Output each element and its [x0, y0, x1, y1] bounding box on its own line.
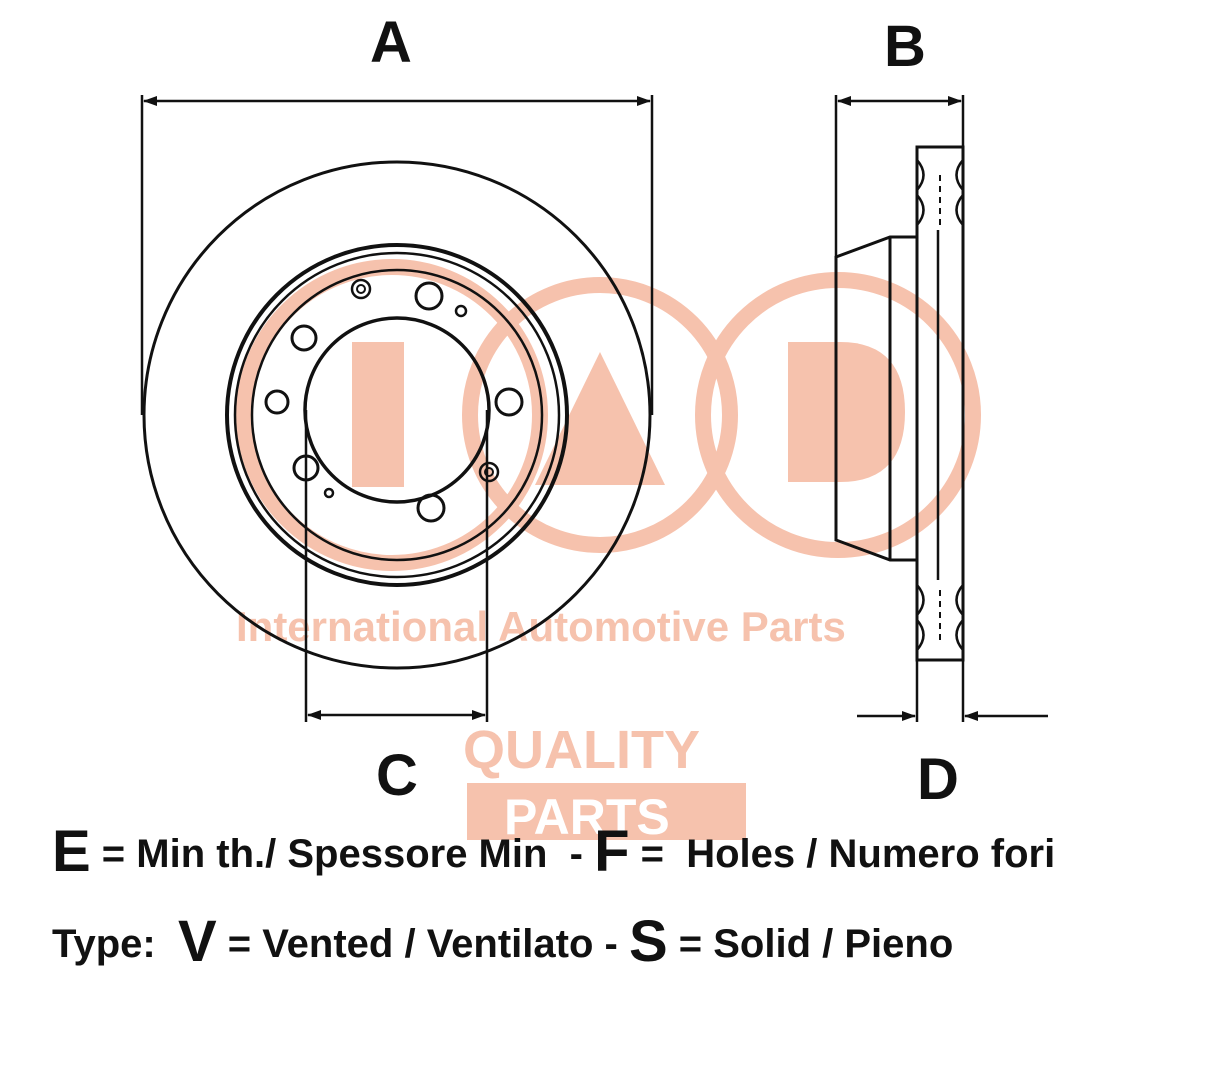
legend-s-symbol: S	[628, 909, 668, 974]
legend-e-symbol: E	[52, 819, 91, 884]
dimension-b	[834, 95, 965, 257]
side-hat-profile	[834, 235, 917, 562]
legend-f-symbol: F	[594, 819, 630, 884]
threaded-hole-inner	[484, 467, 494, 477]
threaded-hole-inner	[356, 284, 366, 294]
dimension-d	[857, 660, 1048, 722]
legend-e-text: = Min th./ Spessore Min -	[90, 832, 595, 876]
threaded-hole	[350, 278, 372, 300]
vent-channel-top	[916, 159, 964, 226]
legend-f-text: = Holes / Numero fori	[629, 832, 1056, 876]
bolt-hole	[416, 493, 446, 523]
registered-mark-watermark: ®	[728, 790, 735, 800]
vent-channel-bottom	[916, 584, 964, 651]
logo-circle-i	[236, 259, 548, 571]
hub-ring-2	[233, 251, 561, 579]
legend-v-symbol: V	[177, 909, 217, 974]
brand-tagline-watermark: International Automotive Parts	[236, 603, 846, 650]
dimension-d-label: D	[917, 747, 959, 812]
dimension-a	[140, 95, 654, 415]
legend-v-text: = Vented / Ventilato -	[216, 922, 629, 966]
logo-letter-a	[535, 352, 665, 485]
logo-letter-i	[352, 342, 404, 487]
quality-watermark: QUALITY	[463, 720, 700, 780]
logo-letter-p	[788, 342, 905, 482]
dimension-c	[304, 410, 489, 722]
threaded-hole	[478, 461, 500, 483]
bolt-hole	[494, 387, 524, 417]
legend-type-label: Type:	[52, 922, 178, 966]
disc-side-view	[834, 145, 965, 662]
bolt-hole	[414, 281, 444, 311]
bolt-hole	[264, 389, 290, 415]
pin-hole	[454, 304, 468, 318]
dimension-c-label: C	[376, 743, 418, 808]
hub-ring-3	[250, 268, 544, 562]
legend-line-2: Type: V = Vented / Ventilato - S = Solid…	[52, 908, 953, 975]
disc-outer-edge	[142, 160, 652, 670]
iap-logo-watermark	[236, 259, 981, 571]
dimension-b-label: B	[884, 14, 926, 79]
disc-front-view	[142, 160, 652, 670]
parts-badge-watermark	[467, 783, 746, 840]
dimension-a-label: A	[370, 10, 412, 75]
legend-s-text: = Solid / Pieno	[667, 922, 954, 966]
logo-circle-p	[695, 272, 981, 558]
side-friction-ring	[915, 145, 965, 662]
bolt-hole	[290, 324, 318, 352]
hub-outer-ring	[225, 243, 569, 587]
legend-line-1: E = Min th./ Spessore Min - F = Holes / …	[52, 818, 1055, 885]
logo-circle-a	[462, 277, 738, 553]
parts-watermark: PARTS	[504, 789, 670, 845]
pin-hole	[323, 487, 335, 499]
